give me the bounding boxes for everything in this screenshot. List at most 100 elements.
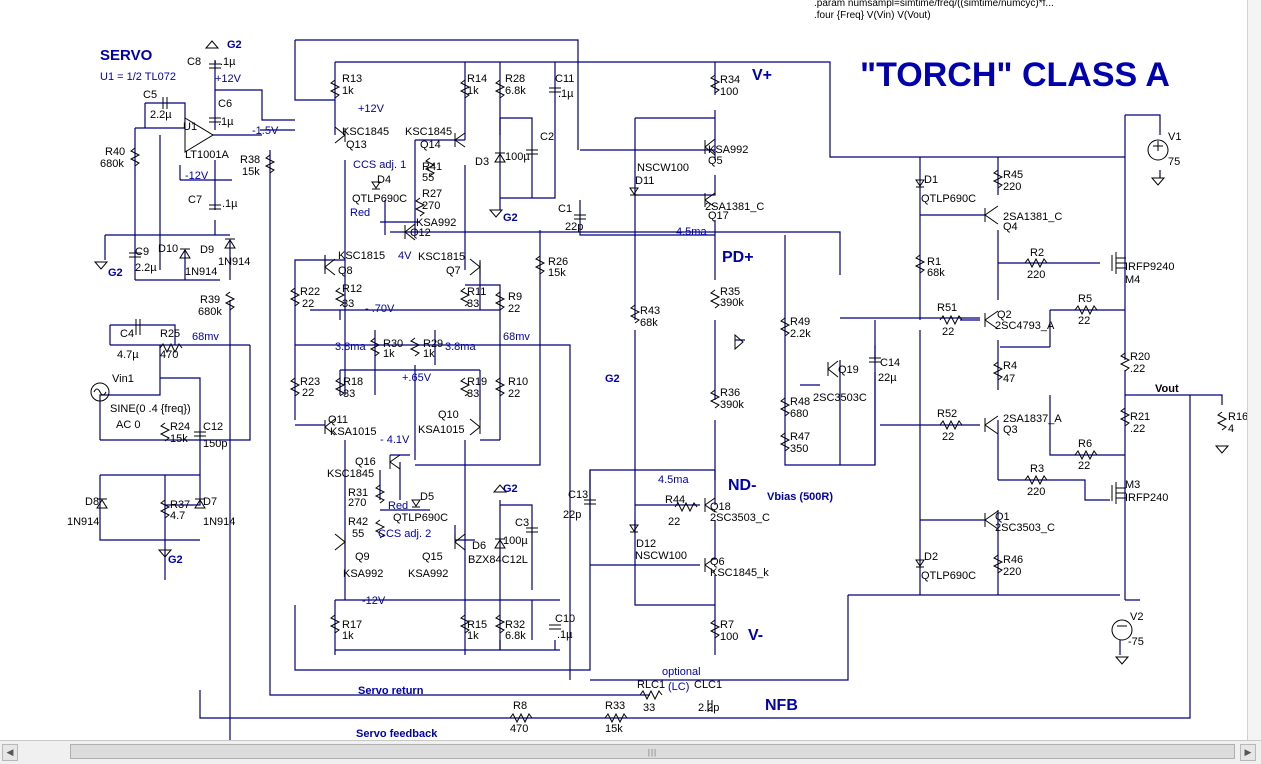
r21-ref: R21 (1130, 411, 1150, 423)
r13-ref: R13 (342, 73, 362, 85)
u1-model: LT1001A (185, 149, 229, 161)
r21-value: .22 (1130, 423, 1145, 435)
vertical-scrollbar[interactable] (1247, 0, 1261, 740)
scroll-left-button[interactable]: ◀ (2, 744, 18, 761)
q13-value: KSC1845 (342, 126, 389, 138)
net-ccs2: CCS adj. 2 (378, 528, 431, 540)
capacitor-symbol (209, 63, 221, 69)
r31-value: 270 (348, 497, 366, 509)
net-minus1-5: -1.5V (252, 125, 279, 137)
r51-ref: R51 (937, 302, 957, 314)
r36-value: 390k (720, 399, 744, 411)
net-3-8ma: 3.8ma (445, 341, 476, 353)
r35-value: 390k (720, 297, 744, 309)
r40-ref: R40 (105, 146, 125, 158)
q10-value: KSA1015 (418, 424, 464, 436)
schematic-canvas[interactable]: .param numsampl=simtime/freq/((simtime/n… (0, 0, 1261, 740)
q18-ref: Q18 (710, 501, 731, 513)
scroll-right-button[interactable]: ▶ (1240, 744, 1256, 761)
r24-ref: R24 (170, 421, 190, 433)
net-68mv: 68mv (503, 331, 530, 343)
r38-ref: R38 (240, 154, 260, 166)
net-lc: (LC) (668, 681, 689, 693)
q11-value: KSA1015 (330, 426, 376, 438)
clc1-value: 2.2p (698, 702, 719, 714)
q3-ref: Q3 (1003, 424, 1018, 436)
net-4-5ma: 4.5ma (676, 226, 707, 238)
r46-ref: R46 (1003, 554, 1023, 566)
q14-ref: Q14 (420, 139, 441, 151)
q8-ref: Q8 (338, 265, 353, 277)
component-symbols (90, 40, 1230, 724)
c9-value: 2.2µ (135, 262, 157, 274)
d10-value: 1N914 (185, 266, 217, 278)
resistor-symbol (459, 614, 471, 634)
resistor-symbol (709, 619, 721, 639)
r33-value: 15k (605, 723, 623, 735)
r15-value: 1k (467, 630, 479, 642)
r15-ref: R15 (467, 619, 487, 631)
capacitor-symbol (209, 204, 221, 210)
d9-value: 1N914 (218, 256, 250, 268)
resistor-symbol (159, 422, 171, 442)
resistor-symbol (779, 397, 791, 417)
q11-ref: Q11 (328, 414, 348, 426)
c6-value: .1µ (218, 116, 234, 128)
resistor-symbol (334, 287, 346, 307)
vout-label: Vout (1155, 383, 1179, 395)
q4-ref: Q4 (1003, 221, 1018, 233)
resistor-symbol (129, 147, 141, 167)
c10-value: .1µ (557, 629, 573, 641)
clc1-ref: CLC1 (694, 679, 722, 691)
resistor-symbol (494, 614, 506, 634)
c5-value: 2.2µ (150, 109, 172, 121)
resistor-symbol (224, 291, 236, 311)
servo-title: SERVO (100, 47, 153, 64)
resistor-symbol (409, 337, 421, 357)
c11-value: .1µ (558, 88, 574, 100)
capacitor-symbol (135, 319, 141, 335)
net-g2: G2 (503, 483, 518, 495)
resistor-symbol (289, 287, 301, 307)
source-symbol (90, 382, 110, 402)
schematic-title: "TORCH" CLASS A (860, 56, 1170, 94)
r29-value: 1k (423, 348, 435, 360)
resistor-symbol (509, 712, 533, 724)
r49-ref: R49 (790, 316, 810, 328)
net-minus12: -12V (185, 170, 209, 182)
resistor-symbol (159, 342, 183, 354)
r39-ref: R39 (200, 294, 220, 306)
r9-value: 22 (508, 303, 520, 315)
r41-value: 55 (422, 172, 434, 184)
r14-ref: R14 (467, 73, 487, 85)
resistor-symbol (459, 287, 471, 307)
resistor-symbol (779, 317, 791, 337)
resistor-symbol (674, 501, 698, 513)
vplus-label: V+ (752, 67, 772, 84)
r26-ref: R26 (548, 256, 568, 268)
rlc1-value: 33 (643, 702, 655, 714)
v2-ref: V2 (1130, 611, 1143, 623)
capacitor-symbol (526, 149, 538, 155)
d11-ref: D11 (635, 175, 654, 187)
resistor-symbol (709, 389, 721, 409)
title-group: .param numsampl=simtime/freq/((simtime/n… (100, 0, 1170, 94)
resistor-symbol (1216, 411, 1228, 431)
net-red: Red (350, 207, 370, 219)
scroll-thumb[interactable]: ||| (70, 744, 1235, 759)
resistor-symbol (459, 79, 471, 99)
d4-value: QTLP690C (352, 193, 407, 205)
c8-ref: C8 (187, 56, 201, 68)
vin1-value: SINE(0 .4 {freq}) (110, 403, 191, 415)
horizontal-scrollbar[interactable]: ◀ ||| ▶ (0, 740, 1261, 764)
c13-value: 22p (563, 509, 581, 521)
r30-value: 1k (383, 348, 395, 360)
q15-value: KSA992 (408, 568, 448, 580)
resistor-symbol (329, 79, 341, 99)
r42-ref: R42 (348, 516, 368, 528)
capacitor-symbol (549, 624, 561, 630)
r27-ref: R27 (422, 188, 442, 200)
opamp-symbol (184, 117, 214, 153)
r32-ref: R32 (505, 619, 525, 631)
resistor-symbol (159, 499, 171, 519)
